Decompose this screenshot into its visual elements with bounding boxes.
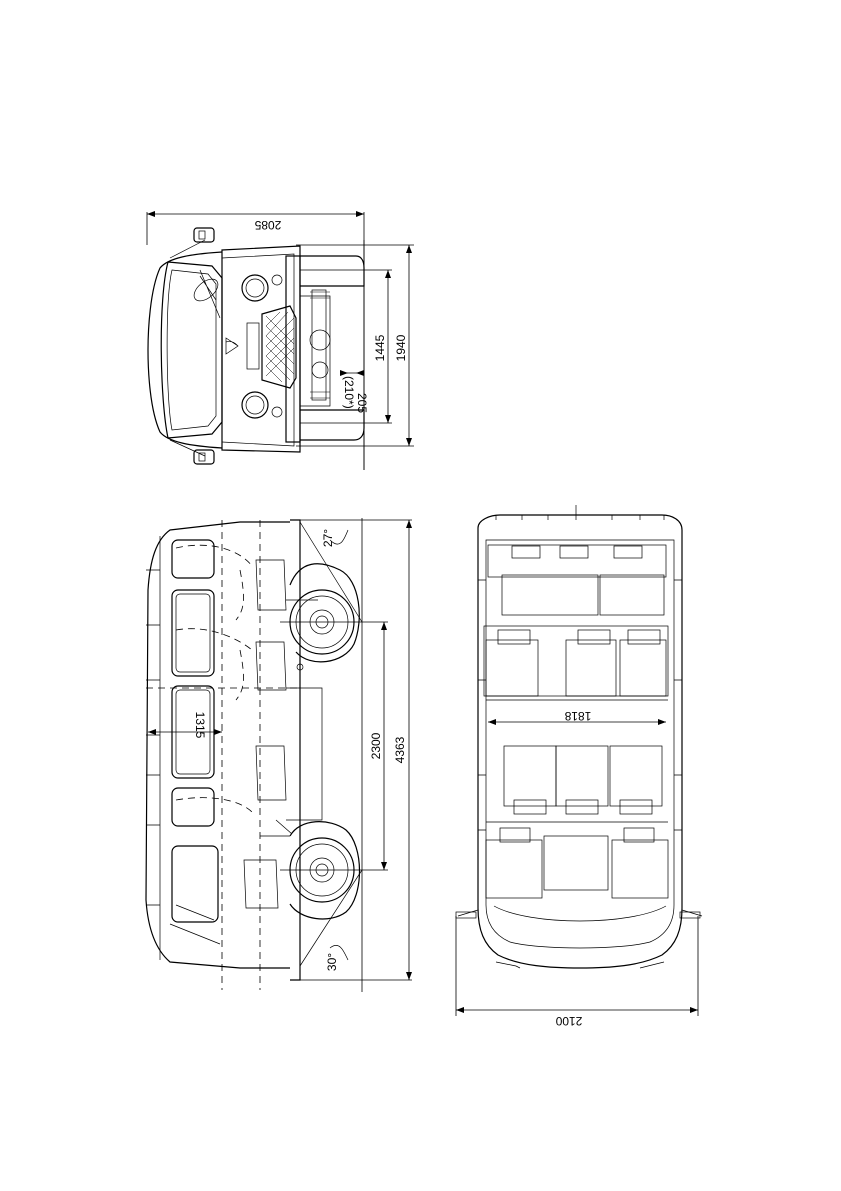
dim-overall-height: 1940 xyxy=(394,334,408,361)
emblem-icon xyxy=(226,338,238,354)
top-body-outline xyxy=(478,515,682,968)
license-plate xyxy=(247,323,259,369)
dim-overall-length: 4363 xyxy=(393,736,407,763)
mirror-left-top xyxy=(456,912,476,918)
side-window-2 xyxy=(172,590,214,676)
side-window-4 xyxy=(172,788,214,826)
dim-ground-clearance-alt: (210*) xyxy=(342,376,356,409)
side-window-5 xyxy=(172,846,218,922)
seat-row-3 xyxy=(504,746,556,806)
passenger-seat xyxy=(612,840,668,898)
seat-row-2 xyxy=(484,626,668,696)
dim-departure-angle: 30° xyxy=(325,953,339,971)
dim-width-with-mirrors: 2100 xyxy=(555,1014,582,1028)
dim-track-width: 1445 xyxy=(373,334,387,361)
dim-overall-width: 2085 xyxy=(254,218,281,232)
top-view: 1818 2100 xyxy=(456,505,702,1028)
front-body-outline xyxy=(148,252,222,448)
side-view: 1315 4363 2300 27° 30° xyxy=(146,518,412,992)
mirror-left xyxy=(194,228,214,242)
dim-wheelbase: 2300 xyxy=(369,732,383,759)
driver-seat xyxy=(486,840,542,898)
dim-approach-angle: 27° xyxy=(321,529,335,547)
mirror-right-top xyxy=(680,912,700,918)
front-view: 2085 xyxy=(147,211,414,470)
dim-interior-height: 1315 xyxy=(193,712,207,739)
front-wheel-top xyxy=(300,256,364,286)
dim-interior-width: 1818 xyxy=(564,709,591,723)
front-axle xyxy=(312,290,326,400)
windshield xyxy=(161,262,222,438)
dim-ground-clearance: 205 xyxy=(355,393,369,413)
